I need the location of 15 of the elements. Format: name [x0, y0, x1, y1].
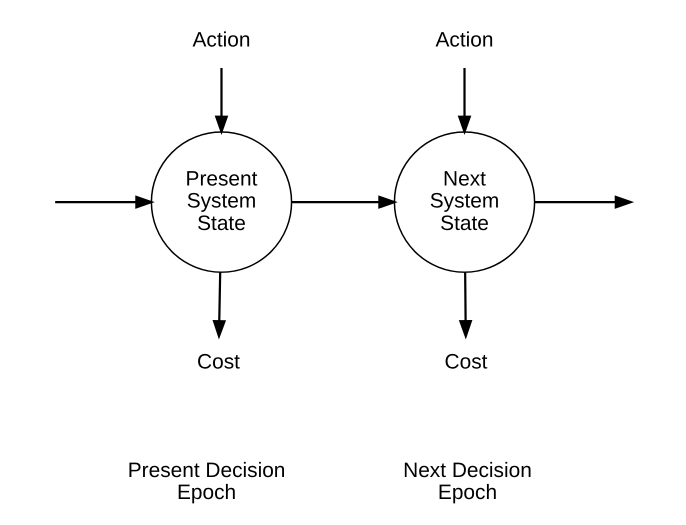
arrow [292, 195, 398, 209]
arrow [534, 195, 634, 209]
node-text: Cost [444, 350, 488, 374]
label: Present Decision Epoch [128, 458, 286, 504]
node-text: Action [192, 28, 250, 52]
node-circle: Next System State [394, 131, 536, 273]
node-text: Cost [197, 350, 240, 374]
arrow [55, 195, 155, 209]
arrow [458, 272, 472, 340]
arrow [214, 68, 228, 136]
node-text: Action [436, 28, 494, 52]
node-circle: Present System State [150, 131, 292, 273]
arrow [458, 68, 472, 136]
arrow [212, 272, 226, 340]
label: Next Decision Epoch [403, 458, 532, 504]
